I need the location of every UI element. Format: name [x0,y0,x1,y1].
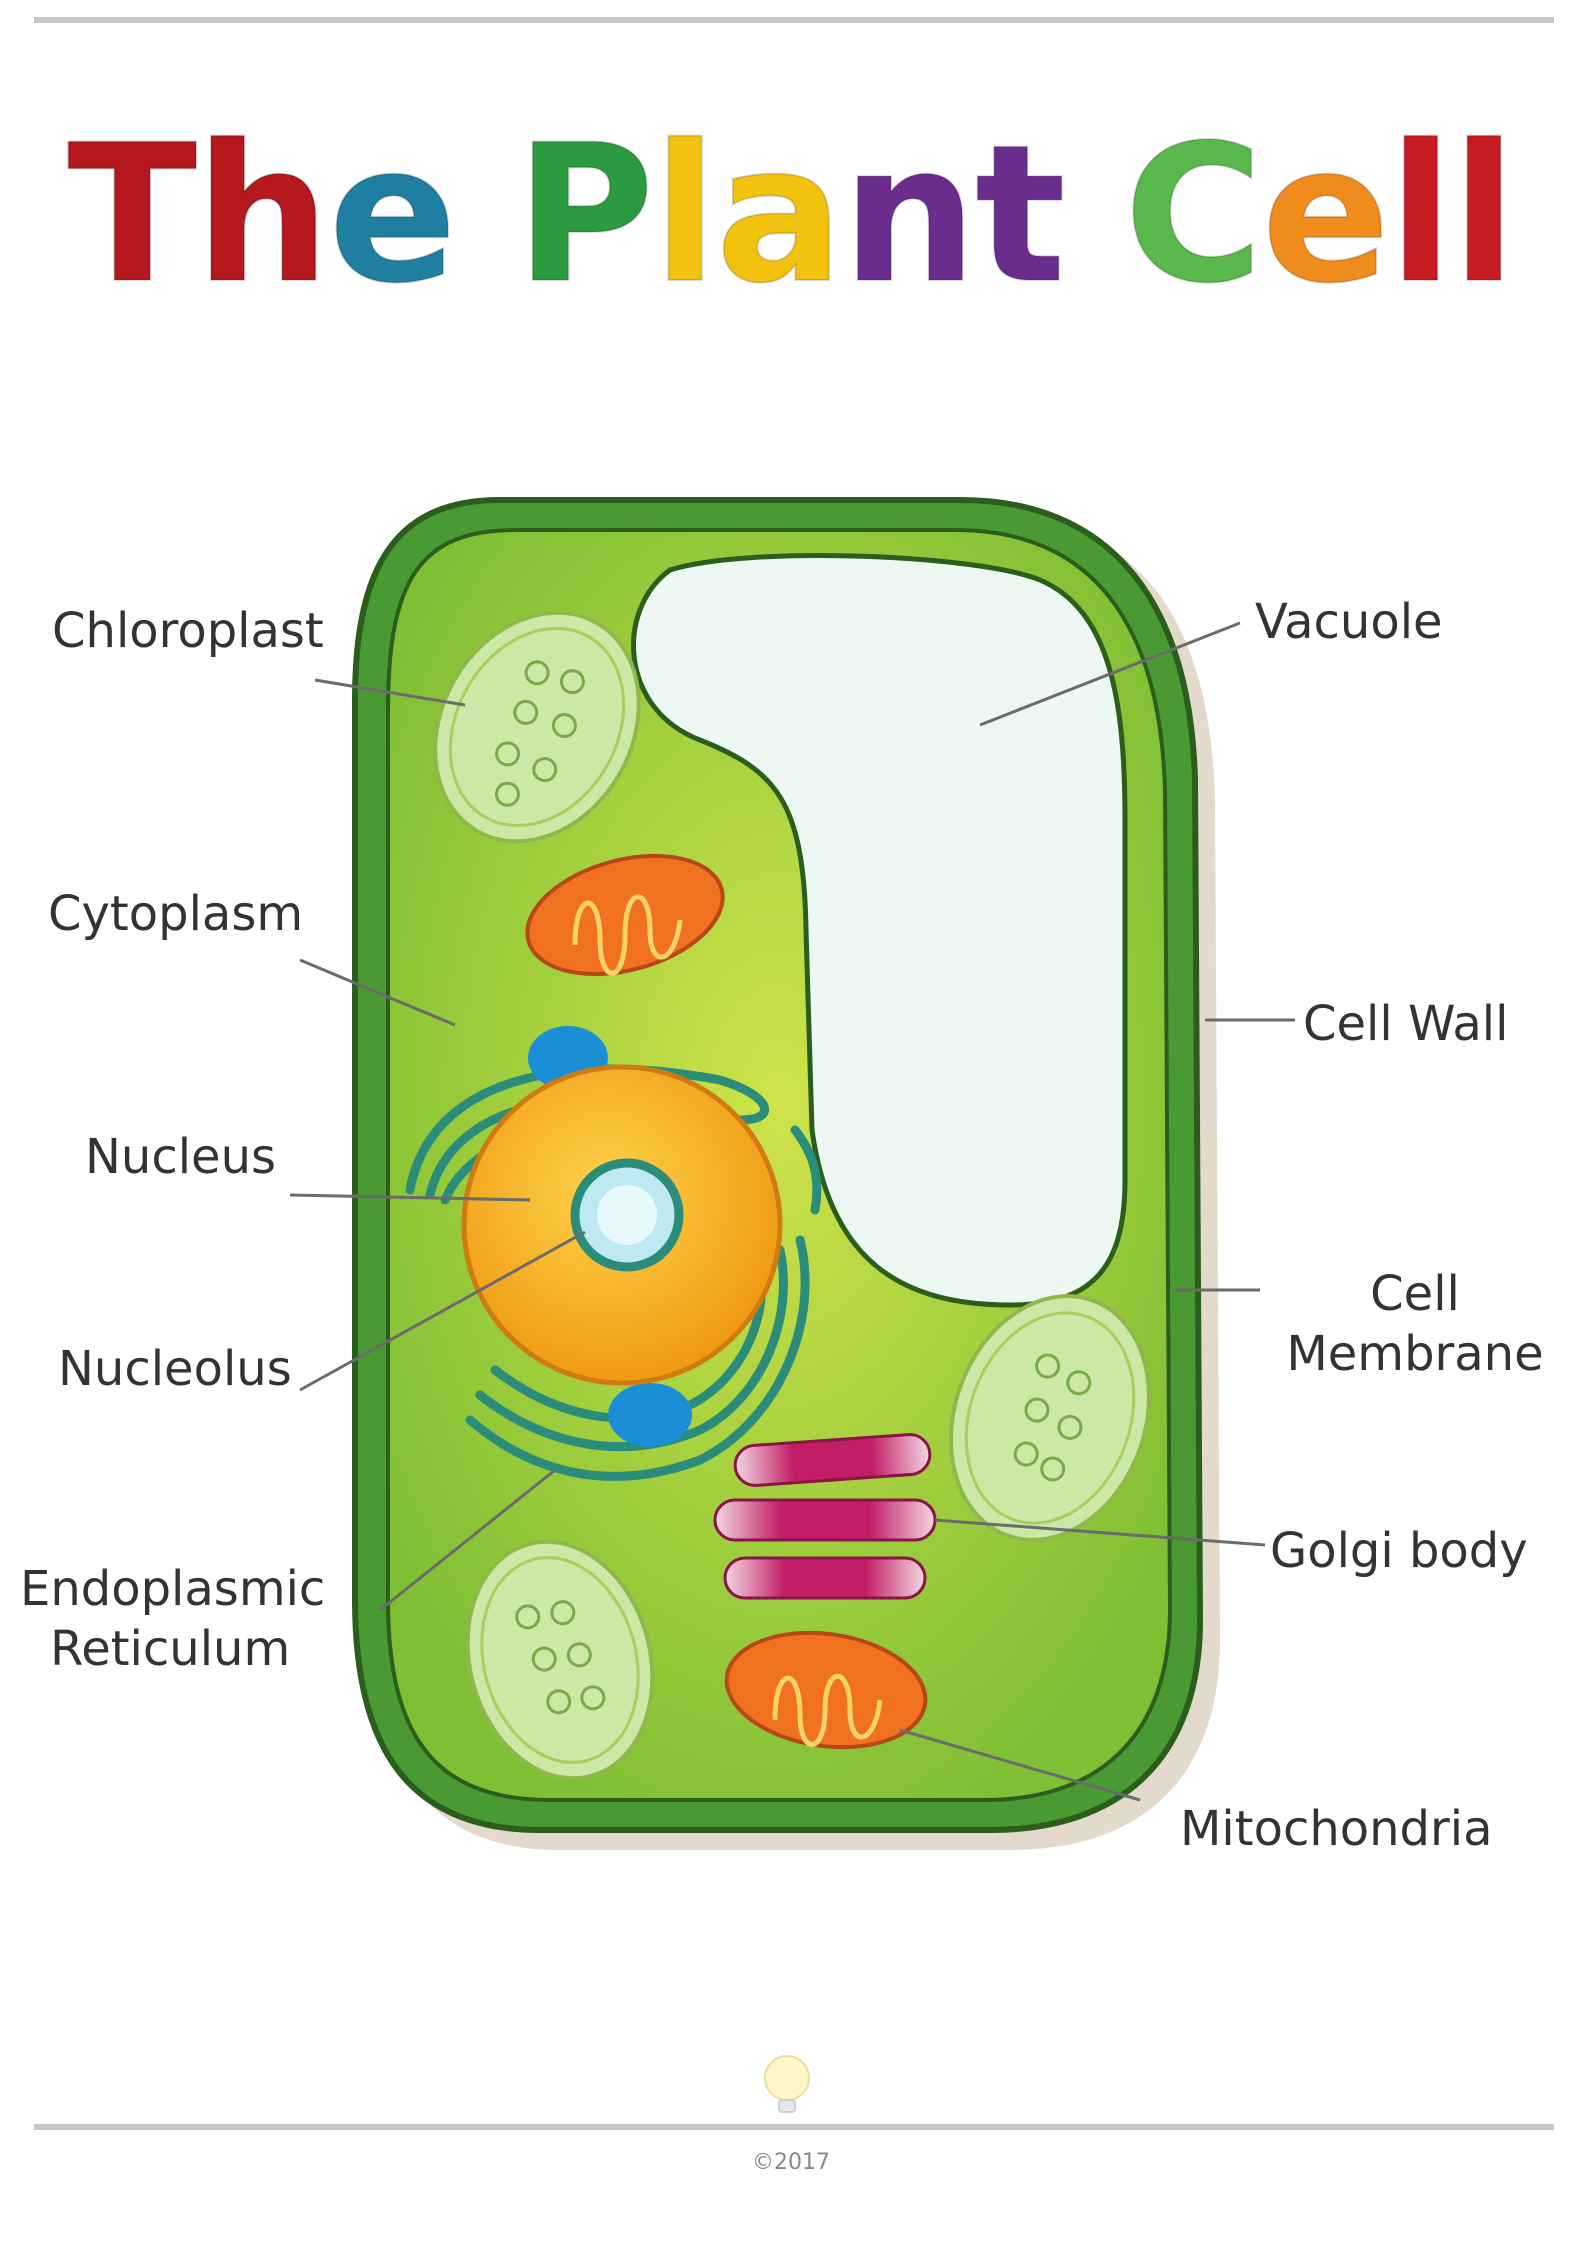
label-cytoplasm: Cytoplasm [48,885,303,943]
label-endoplasmic: Endoplasmic [20,1560,325,1618]
label-mitochondria: Mitochondria [1180,1800,1493,1858]
label-golgi-body: Golgi body [1270,1522,1528,1580]
copyright: ©2017 [0,2150,1582,2175]
label-cell-wall: Cell Wall [1303,995,1508,1053]
bottom-divider [34,2124,1554,2130]
label-chloroplast: Chloroplast [52,602,324,660]
label-nucleus: Nucleus [85,1128,276,1186]
golgi-body [715,1433,935,1598]
label-cell: Cell [1265,1265,1565,1323]
er-blob-bottom [608,1383,692,1447]
label-nucleolus: Nucleolus [58,1340,292,1398]
label-reticulum: Reticulum [50,1620,290,1678]
lightbulb-icon [757,2052,817,2122]
nucleolus-core [597,1185,657,1245]
label-membrane: Membrane [1265,1325,1565,1383]
label-vacuole: Vacuole [1255,593,1443,651]
